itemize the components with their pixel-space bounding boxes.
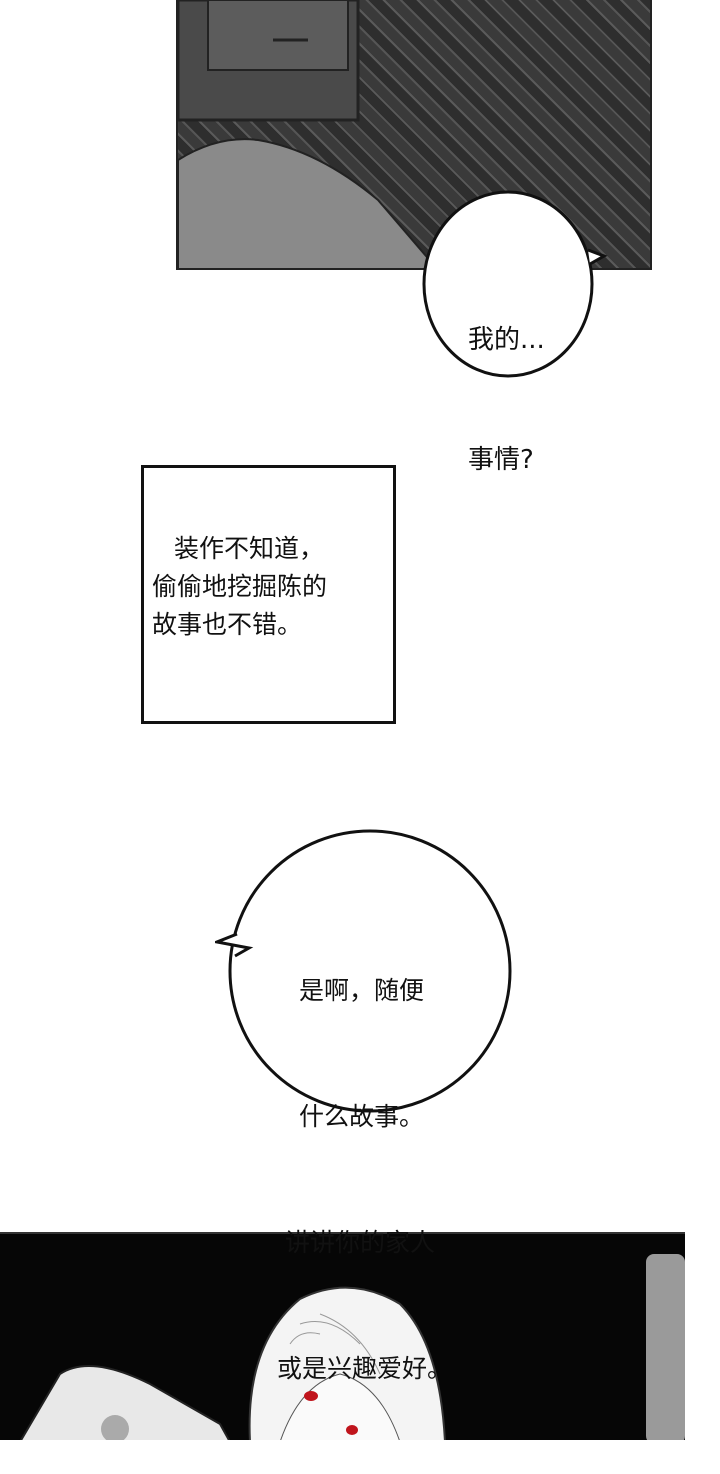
character-illustration <box>20 1254 685 1440</box>
bubble-line: 或是兴趣爱好。 <box>277 1354 453 1383</box>
speech-bubble-top: 我的... 事情? <box>420 188 608 475</box>
bubble-line: 我的... <box>468 325 545 355</box>
narration-box: 装作不知道， 偷偷地挖掘陈的 故事也不错。 <box>141 465 396 724</box>
narration-line: 故事也不错。 <box>152 610 303 639</box>
speech-bubble-middle: 是啊，随便 什么故事。 讲讲你的家人 或是兴趣爱好。 <box>215 826 515 1383</box>
bubble-line: 是啊，随便 <box>299 976 425 1005</box>
floor-illustration <box>178 0 438 268</box>
bubble-line: 什么故事。 <box>299 1102 425 1131</box>
bubble-line: 讲讲你的家人 <box>285 1228 436 1257</box>
character-panel <box>0 1232 685 1440</box>
narration-line: 偷偷地挖掘陈的 <box>152 572 328 601</box>
bubble-line: 事情? <box>468 445 534 475</box>
room-floor-panel <box>176 0 652 270</box>
narration-line: 装作不知道， <box>174 534 325 563</box>
